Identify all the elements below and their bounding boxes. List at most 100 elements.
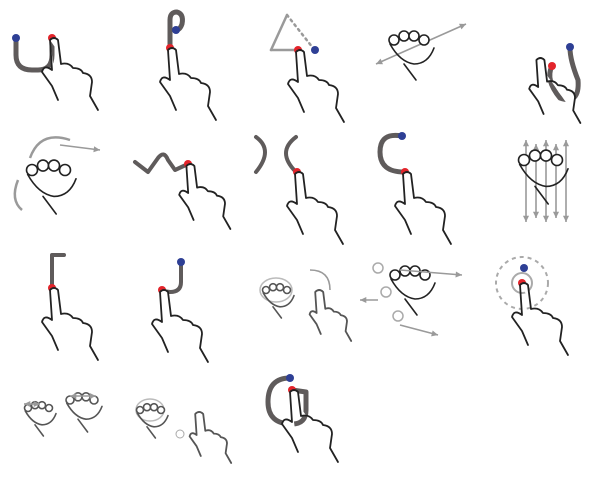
fingertip-icon	[156, 405, 166, 415]
fingertip-icon	[37, 400, 47, 410]
p-shape-gesture-icon	[159, 9, 217, 121]
hand-icon	[136, 412, 169, 439]
gesture-path	[133, 152, 190, 174]
arrow-line	[399, 324, 439, 336]
two-hand-pinch-icon	[135, 398, 233, 464]
arrow-head-icon	[24, 400, 31, 408]
fingertip-icon	[408, 30, 420, 42]
rotate-arc	[309, 269, 331, 291]
end-dot	[398, 132, 406, 140]
circle-gesture-icon	[495, 256, 569, 356]
tap-ring	[259, 277, 293, 303]
arrow-head-icon	[431, 330, 438, 337]
fingertip-icon	[25, 163, 39, 177]
fingertip-icon	[261, 285, 271, 295]
arrow-line	[59, 144, 101, 151]
gesture-path	[285, 13, 315, 50]
u-shape-gesture-icon	[12, 34, 99, 111]
fingertip-icon	[268, 282, 278, 292]
hand-icon	[159, 47, 217, 121]
arrow-head-icon	[459, 23, 466, 30]
arrow-head-icon	[542, 140, 550, 147]
fingertip-icon	[550, 153, 564, 167]
s-shape-gesture-icon	[528, 43, 582, 124]
arrow-head-icon	[455, 271, 462, 278]
finger-start-ring	[392, 310, 404, 322]
hand-icon	[308, 289, 353, 342]
five-finger-vertical-swipe-icon	[517, 140, 570, 222]
finger-start-ring	[372, 262, 384, 274]
finger-start-ring	[380, 286, 392, 298]
c-shape-gesture-icon	[377, 132, 452, 245]
end-dot	[177, 258, 185, 266]
gesture-path	[50, 253, 66, 290]
rotate-arc	[28, 136, 71, 159]
end-dot	[311, 46, 319, 54]
hand-icon	[389, 43, 435, 81]
arrow-head-icon	[376, 58, 383, 65]
hand-icon	[41, 287, 99, 361]
hand-icon	[41, 37, 99, 111]
hand-icon	[528, 57, 582, 124]
hand-icon	[281, 389, 339, 463]
arrow-head-icon	[542, 215, 550, 222]
arrow-head-icon	[562, 215, 570, 222]
l-shape-gesture-icon	[41, 253, 99, 361]
hand-icon	[518, 163, 569, 205]
hand-icon	[511, 282, 569, 356]
fingertip-icon	[36, 159, 50, 172]
g-shape-gesture-icon	[265, 374, 339, 463]
fingertip-icon	[135, 405, 145, 415]
fingertip-icon	[282, 285, 292, 295]
gesture-path	[254, 135, 298, 174]
hand-icon	[151, 289, 209, 363]
fingertip-icon	[389, 269, 401, 281]
multi-finger-spread-icon	[360, 262, 463, 337]
fingertip-icon	[388, 34, 400, 46]
hand-icon	[390, 278, 436, 316]
arrow-line	[399, 269, 463, 276]
gesture-path	[161, 260, 183, 294]
end-dot	[12, 34, 20, 42]
hand-icon	[24, 410, 57, 437]
hand-icon	[394, 171, 452, 245]
arrow-head-icon	[93, 146, 100, 153]
fingertip-icon	[528, 149, 542, 162]
rotate-arc	[13, 179, 23, 211]
hand-icon	[26, 173, 77, 215]
arrow-head-icon	[532, 211, 540, 218]
gesture-path	[13, 35, 55, 73]
gesture-path	[265, 375, 309, 427]
hand-icon	[262, 292, 295, 319]
triangle-gesture-icon	[269, 13, 345, 123]
arrow-head-icon	[33, 400, 40, 408]
finger-start-ring	[175, 429, 185, 439]
hand-icon	[66, 402, 103, 433]
hand-icon	[178, 163, 232, 230]
fingertip-icon	[142, 402, 152, 412]
arrow-head-icon	[70, 392, 77, 400]
fingertip-icon	[149, 402, 159, 412]
end-dot	[520, 264, 528, 272]
end-dot	[172, 26, 180, 34]
arrow-head-icon	[552, 144, 560, 151]
arrow-head-icon	[89, 392, 96, 400]
fingertip-icon	[398, 30, 410, 42]
arrow-head-icon	[360, 296, 367, 304]
arrow-head-icon	[522, 140, 530, 147]
gesture-path	[269, 13, 289, 52]
tap-ring	[511, 272, 533, 294]
two-finger-tap-rotate-icon	[259, 269, 353, 342]
two-hand-swipe-icon	[23, 391, 103, 437]
fingertip-icon	[517, 153, 531, 167]
wave-gesture-icon	[133, 152, 232, 230]
fingertip-icon	[275, 282, 285, 292]
arrow-head-icon	[532, 144, 540, 151]
multi-finger-diagonal-swipe-icon	[375, 23, 467, 81]
end-dot	[286, 374, 294, 382]
fingertip-icon	[58, 163, 72, 177]
j-shape-gesture-icon	[151, 258, 209, 363]
fingertip-icon	[539, 149, 553, 162]
arrow-head-icon	[552, 211, 560, 218]
hand-icon	[286, 171, 344, 245]
